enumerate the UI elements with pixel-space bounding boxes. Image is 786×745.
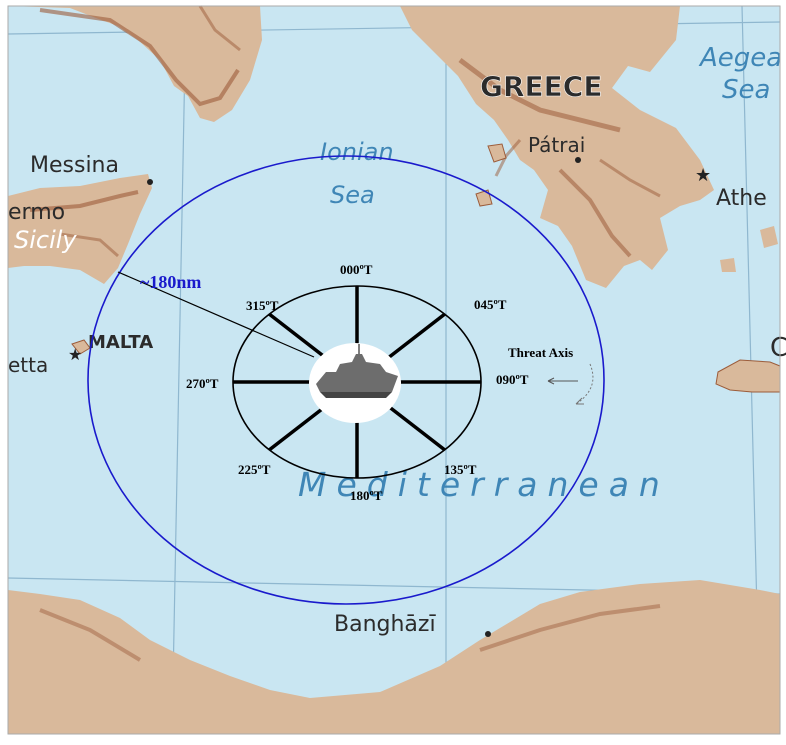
bearing-label-225: 225ºT (238, 462, 271, 477)
label-palermo: ermo (8, 200, 65, 225)
label-aegean-sea-1: Aegea (698, 43, 782, 73)
bearing-label-090: 090ºT (496, 372, 529, 387)
label-sicily: Sicily (14, 226, 77, 254)
threat-axis-curve-arrowhead-icon (575, 397, 584, 405)
land-greece (400, 6, 714, 288)
city-dot-banghazi (485, 631, 491, 637)
city-dot-messina (147, 179, 153, 185)
land-libya (8, 580, 780, 734)
label-ionian-2: Sea (330, 181, 375, 209)
label-messina: Messina (30, 153, 119, 178)
label-ionian-1: Ionian (320, 138, 394, 166)
label-athens: Athe (716, 186, 767, 211)
label-patrai: Pátrai (528, 133, 585, 157)
threat-axis-curve (575, 363, 594, 405)
range-line (117, 271, 315, 358)
land-aegean-island (760, 226, 778, 248)
land-aegean-island (720, 258, 736, 272)
bearing-spoke-225 (268, 402, 330, 452)
bearing-label-315: 315ºT (246, 298, 279, 313)
threat-axis-label: Threat Axis (508, 345, 573, 360)
label-malta: MALTA (88, 332, 153, 353)
label-valletta: etta (8, 353, 48, 377)
bearing-spokes (233, 286, 481, 478)
bearing-label-270: 270ºT (186, 376, 219, 391)
land-ionian-island (487, 143, 507, 163)
map-frame (7, 5, 781, 735)
range-label: ~180nm (140, 272, 201, 292)
bearing-label-000: 000ºT (340, 262, 373, 277)
bearing-spoke-045 (384, 312, 446, 362)
capital-star-valletta-icon: ★ (68, 347, 82, 364)
label-banghazi: Banghāzī (334, 612, 436, 637)
bearing-label-135: 135ºT (444, 462, 477, 477)
warship-icon (316, 344, 398, 398)
capital-star-athens-icon: ★ (695, 165, 711, 185)
label-greece: GREECE (480, 70, 602, 103)
range-ring (87, 155, 605, 605)
bearing-label-180: 180ºT (350, 488, 383, 503)
land-italy (8, 5, 262, 122)
bearing-label-045: 045ºT (474, 297, 507, 312)
threat-axis-arrowhead-icon (547, 377, 555, 385)
label-aegean-sea-2: Sea (722, 75, 770, 105)
bearing-spoke-315 (268, 312, 330, 362)
label-crete-hint: C (770, 333, 786, 363)
land-sicily (8, 174, 152, 284)
bearing-spoke-135 (384, 402, 446, 452)
city-dot-patrai (575, 157, 581, 163)
